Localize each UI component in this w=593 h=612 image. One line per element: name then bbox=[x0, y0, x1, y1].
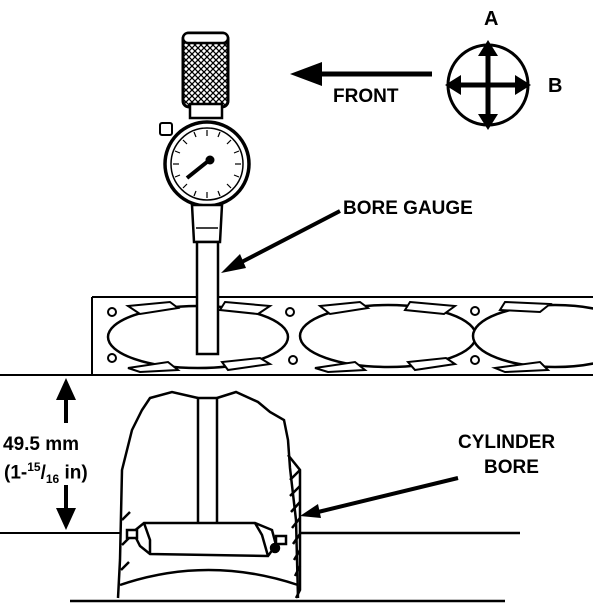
depth-in-numerator: 15 bbox=[27, 460, 41, 474]
depth-in-label: (1-15/16 in) bbox=[4, 461, 88, 485]
block-ports bbox=[107, 300, 553, 374]
cylinder-bore-leader bbox=[300, 476, 459, 518]
cylinder-label-line1: CYLINDER bbox=[458, 432, 556, 453]
depth-in-prefix: (1- bbox=[4, 462, 28, 484]
depth-dimension bbox=[0, 374, 120, 534]
depth-in-denominator: 16 bbox=[45, 472, 60, 487]
cylinder-block-top bbox=[91, 296, 593, 376]
compass-icon bbox=[445, 40, 531, 130]
cylinder-label-line2: BORE bbox=[484, 457, 539, 478]
compass-label-b: B bbox=[548, 75, 563, 97]
compass-label-a: A bbox=[484, 8, 499, 30]
bore-gauge-label: BORE GAUGE bbox=[343, 198, 473, 219]
bore-gauge bbox=[159, 31, 251, 532]
depth-in-suffix: in) bbox=[59, 462, 88, 484]
depth-mm-label: 49.5 mm bbox=[3, 434, 80, 455]
front-label: FRONT bbox=[333, 86, 399, 107]
depth-in-separator: / bbox=[40, 462, 46, 484]
bore-openings bbox=[106, 303, 593, 370]
bore-gauge-leader bbox=[221, 209, 341, 273]
front-arrow-icon bbox=[290, 62, 432, 86]
cylinder-cutaway bbox=[70, 390, 520, 603]
